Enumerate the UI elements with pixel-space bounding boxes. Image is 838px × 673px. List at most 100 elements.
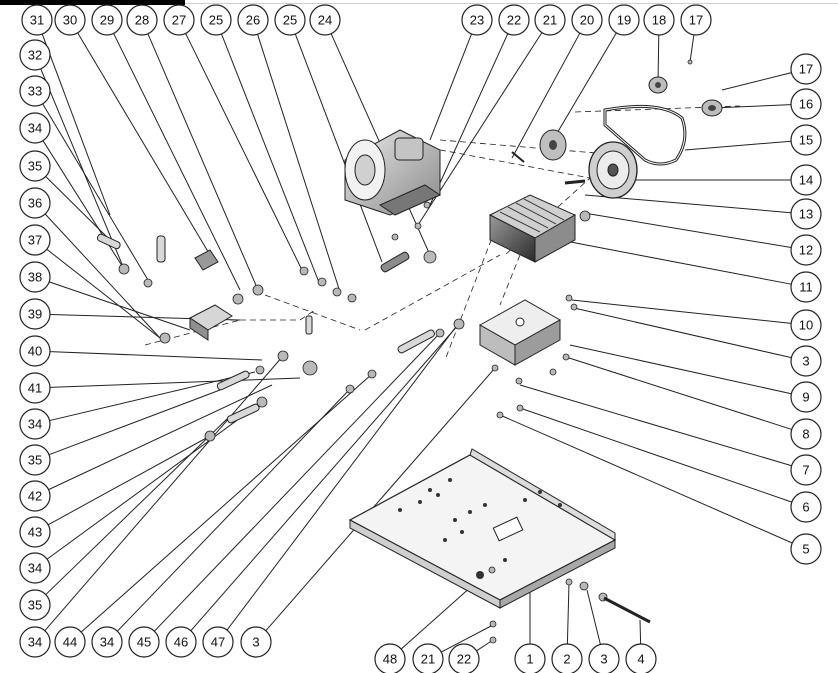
callout-circle (19, 552, 51, 584)
callout-top-15: 17 (680, 4, 712, 36)
callout-number: 35 (28, 598, 42, 613)
callout-number: 4 (637, 652, 644, 667)
callout-number: 22 (457, 652, 471, 667)
callout-top-3: 28 (126, 4, 158, 36)
callout-top-7: 25 (274, 4, 306, 36)
leader-line-right-4 (584, 194, 792, 214)
leader-line-left-10 (49, 371, 256, 422)
callout-circle (790, 198, 822, 230)
leader-line-bottom-4 (226, 323, 459, 631)
callout-number: 44 (63, 635, 77, 650)
callout-circle (19, 408, 51, 440)
callout-number: 32 (28, 48, 42, 63)
leader-line-left-8 (49, 351, 263, 361)
callout-top-5: 25 (200, 4, 232, 36)
callout-bottom-11: 3 (588, 643, 620, 673)
leader-line-bottom-1 (117, 388, 351, 632)
callout-circle (571, 4, 603, 36)
callout-right-4: 13 (790, 198, 822, 230)
callout-right-10: 8 (790, 418, 822, 450)
base-plate (348, 448, 617, 609)
callout-top-9: 23 (461, 4, 493, 36)
leader-line-top-1 (77, 32, 211, 256)
callout-number: 26 (246, 13, 260, 28)
callout-number: 13 (799, 207, 813, 222)
callout-number: 18 (652, 13, 666, 28)
callout-circle (126, 4, 158, 36)
callout-number: 23 (470, 13, 484, 28)
pump-bracket (478, 299, 562, 366)
leader-line-right-5 (589, 213, 792, 249)
callout-circle (19, 112, 51, 144)
callout-bottom-0: 44 (54, 626, 86, 658)
callout-number: 40 (28, 344, 42, 359)
callout-right-3: 14 (790, 164, 822, 196)
unloader-valve (189, 249, 233, 341)
callout-circle (498, 4, 530, 36)
callout-top-10: 22 (498, 4, 530, 36)
leader-line-left-6 (49, 281, 191, 331)
callout-left-10: 34 (19, 408, 51, 440)
callout-circle (19, 626, 51, 658)
callout-circle (240, 626, 272, 658)
callout-right-1: 16 (790, 88, 822, 120)
leader-line-right-11 (519, 384, 792, 467)
callout-number: 16 (799, 97, 813, 112)
callout-number: 34 (28, 121, 42, 136)
callout-bottom-10: 2 (551, 643, 583, 673)
leader-line-left-15 (45, 417, 229, 595)
callout-left-11: 35 (19, 444, 51, 476)
callout-circle (91, 626, 123, 658)
callout-circle (165, 626, 197, 658)
callout-number: 25 (283, 13, 297, 28)
callout-number: 35 (28, 453, 42, 468)
callout-circle (200, 4, 232, 36)
callout-bottom-7: 21 (412, 643, 444, 673)
leader-line-left-14 (46, 401, 263, 560)
callout-circle (534, 4, 566, 36)
callout-number: 31 (30, 13, 44, 28)
callout-circle (54, 626, 86, 658)
leader-line-top-2 (113, 33, 241, 291)
callout-bottom-1: 34 (91, 626, 123, 658)
leader-line-top-15 (689, 34, 695, 63)
key-13 (564, 179, 586, 185)
leader-line-left-9 (49, 377, 301, 388)
callout-circle (790, 533, 822, 565)
callout-number: 11 (799, 280, 813, 295)
callout-number: 34 (28, 417, 42, 432)
taper-bushing-16 (701, 99, 723, 117)
leader-line-right-8 (573, 307, 792, 359)
callout-bottom-4: 47 (202, 626, 234, 658)
callout-number: 42 (28, 489, 42, 504)
leader-line-bottom-3 (190, 323, 460, 632)
callout-number: 29 (100, 13, 114, 28)
leader-line-right-12 (519, 407, 792, 503)
leader-line-top-10 (429, 33, 509, 206)
leader-line-top-4 (185, 33, 303, 271)
leader-line-left-0 (40, 68, 125, 270)
leader-line-bottom-0 (80, 373, 373, 633)
callout-number: 43 (28, 525, 42, 540)
drive-belt (603, 104, 687, 166)
callout-number: 21 (421, 652, 435, 667)
leader-line-right-13 (499, 414, 793, 544)
callout-right-6: 11 (790, 271, 822, 303)
leader-line-bottom-11 (586, 589, 601, 645)
callout-left-9: 41 (19, 372, 51, 404)
leader-line-right-6 (559, 239, 792, 285)
leader-line-left-12 (48, 384, 273, 491)
leader-line-right-2 (684, 140, 792, 151)
callout-circle (19, 589, 51, 621)
leader-line-left-16 (44, 355, 284, 631)
leader-line-bottom-5 (265, 367, 496, 632)
callout-circle (790, 418, 822, 450)
callout-top-4: 27 (163, 4, 195, 36)
callout-circle (54, 4, 86, 36)
callout-number: 21 (543, 13, 557, 28)
callout-number: 19 (617, 13, 631, 28)
leader-line-left-3 (45, 176, 111, 241)
leader-line-right-9 (569, 344, 792, 395)
leader-line-left-1 (42, 103, 149, 281)
